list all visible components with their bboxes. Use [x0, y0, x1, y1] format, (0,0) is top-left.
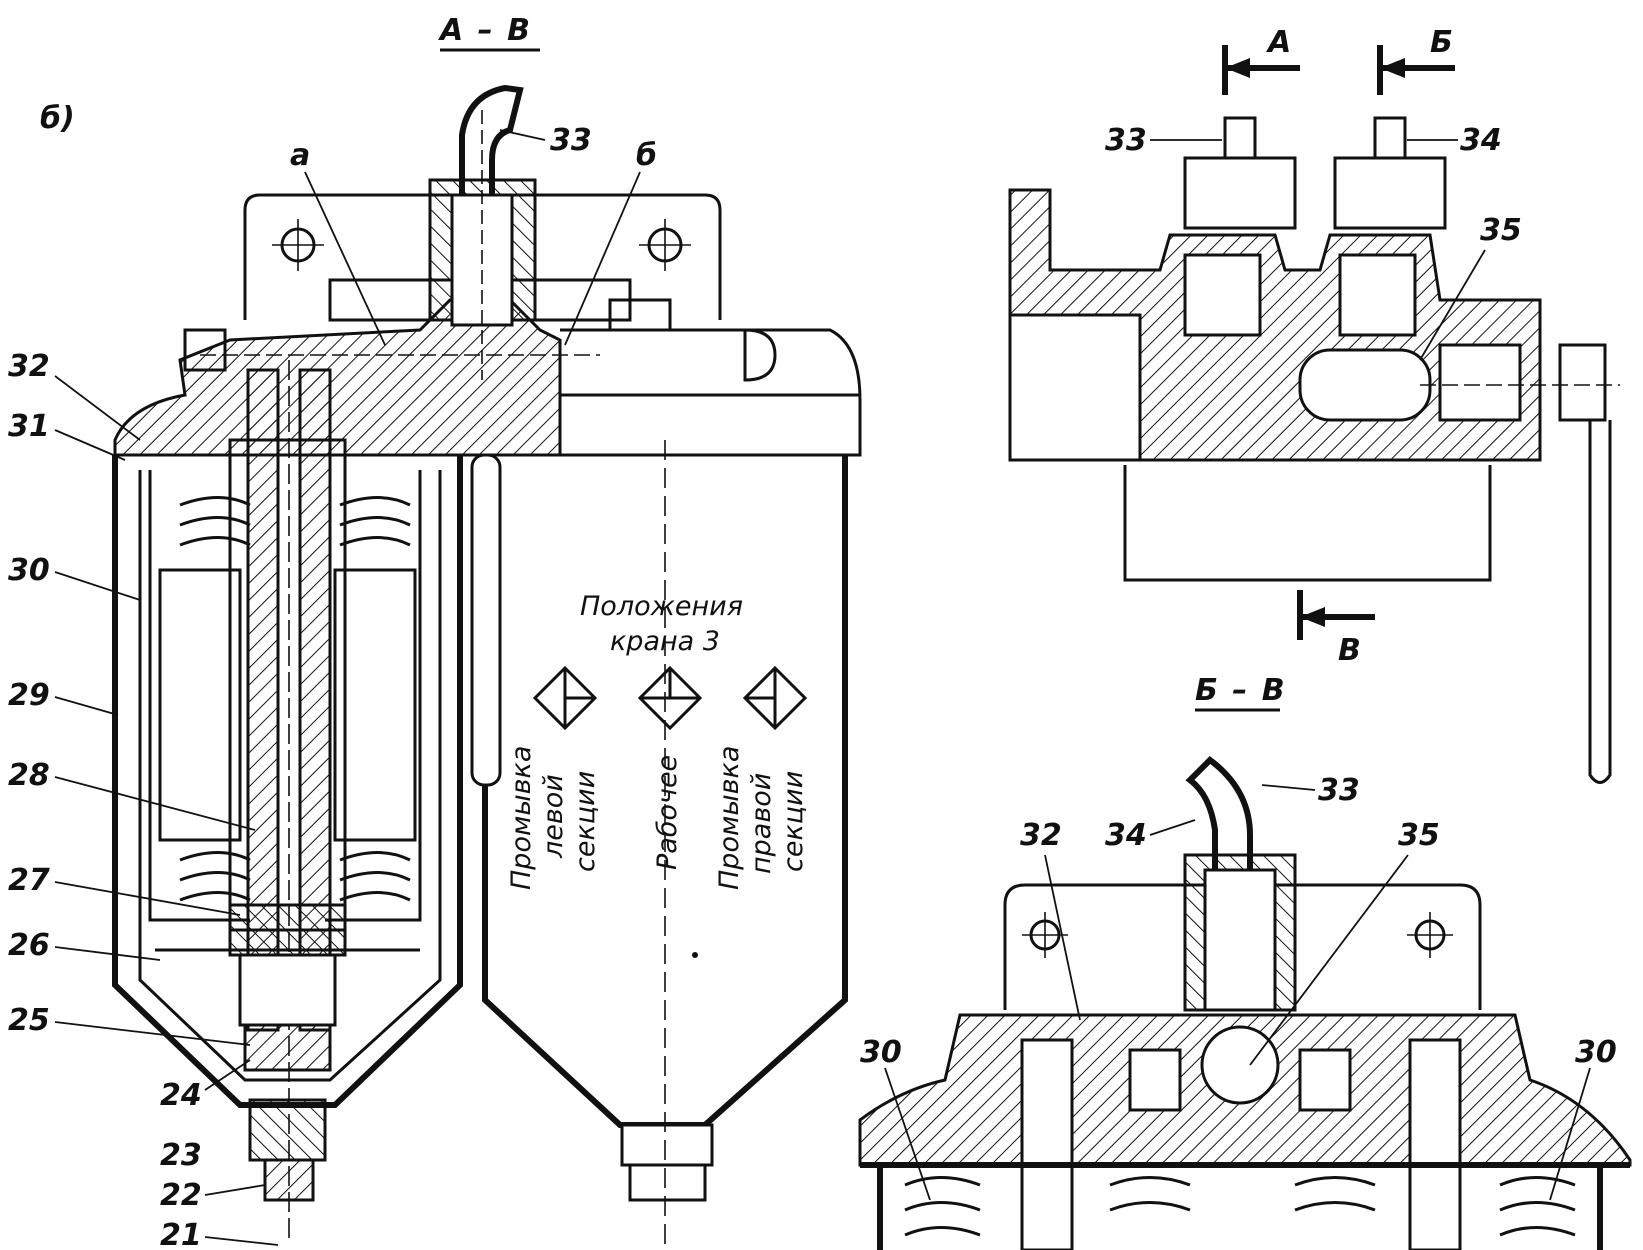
position-left-line3: секции: [570, 771, 601, 872]
tap-handle: [1588, 420, 1612, 784]
panel-label: б): [40, 101, 75, 136]
callout-tr-33: 33: [1105, 123, 1147, 158]
outlet-pipe-34: [1185, 756, 1253, 870]
callout-tr-35: 35: [1480, 213, 1522, 248]
drain-plug: [248, 1098, 327, 1162]
cover-bolt-left: [183, 328, 227, 372]
position-left-line2: левой: [538, 774, 569, 859]
callout-br-30-left: 30: [860, 1035, 902, 1070]
cut-mark-a: А: [1266, 25, 1291, 60]
fitting-33-nut: [1183, 156, 1297, 230]
callout-21: 21: [160, 1218, 202, 1250]
callout-30: 30: [8, 553, 50, 588]
callout-22: 22: [160, 1178, 202, 1213]
callout-29: 29: [8, 678, 50, 713]
callout-23: 23: [160, 1138, 202, 1173]
tap-ball-35: [1200, 1025, 1280, 1105]
cover-bolt-right: [743, 328, 777, 382]
drain-nut: [620, 1123, 714, 1167]
callout-br-34: 34: [1105, 818, 1147, 853]
cut-mark-b: Б: [1430, 25, 1453, 60]
position-right-line2: правой: [746, 773, 777, 874]
cover-right-half: [560, 328, 862, 457]
tap-position-icon-left: [532, 665, 598, 731]
position-center-line1: Рабочее: [652, 755, 683, 870]
main-filter-assembly: 32 31 30 29 28 27 26 25 24 23 22 21 33 а…: [8, 84, 862, 1250]
callout-br-35: 35: [1398, 818, 1440, 853]
callout-br-33: 33: [1318, 773, 1360, 808]
callout-25: 25: [8, 1003, 50, 1038]
positions-title-1: Положения: [580, 591, 743, 622]
fitting-34-nut: [1333, 156, 1447, 230]
callout-tr-34: 34: [1460, 123, 1502, 158]
inlet-pipe: [459, 84, 524, 195]
position-right-line3: секции: [778, 771, 809, 872]
positions-title-2: крана 3: [610, 626, 720, 657]
callout-31: 31: [8, 409, 50, 444]
callout-br-30-right: 30: [1575, 1035, 1617, 1070]
cut-mark-c: В: [1338, 633, 1361, 668]
tap-plug: [1298, 348, 1432, 422]
callout-28: 28: [8, 758, 50, 793]
callout-br-32: 32: [1020, 818, 1062, 853]
callout-32: 32: [8, 349, 50, 384]
channel-b-label: б: [636, 138, 657, 173]
tap-position-icon-right: [742, 665, 808, 731]
right-housing: Положения крана 3 Промывка левой секции …: [470, 440, 848, 1245]
callout-27: 27: [8, 863, 50, 898]
section-title-b-v: Б – В: [1195, 673, 1287, 708]
callout-26: 26: [8, 928, 50, 963]
position-right-line1: Промывка: [714, 746, 745, 890]
section-b-v: Б – В 33 34 32 35 30 30: [858, 673, 1632, 1250]
callout-24: 24: [160, 1078, 202, 1113]
tap-position-icon-center: [637, 665, 703, 731]
position-left-line1: Промывка: [506, 746, 537, 890]
valve-block-section: А Б В 33 34 35: [1008, 25, 1620, 784]
section-title-a-v: А – В: [438, 13, 532, 48]
callout-33: 33: [550, 123, 592, 158]
channel-a-label: а: [290, 138, 310, 173]
sight-tube: [470, 453, 502, 787]
